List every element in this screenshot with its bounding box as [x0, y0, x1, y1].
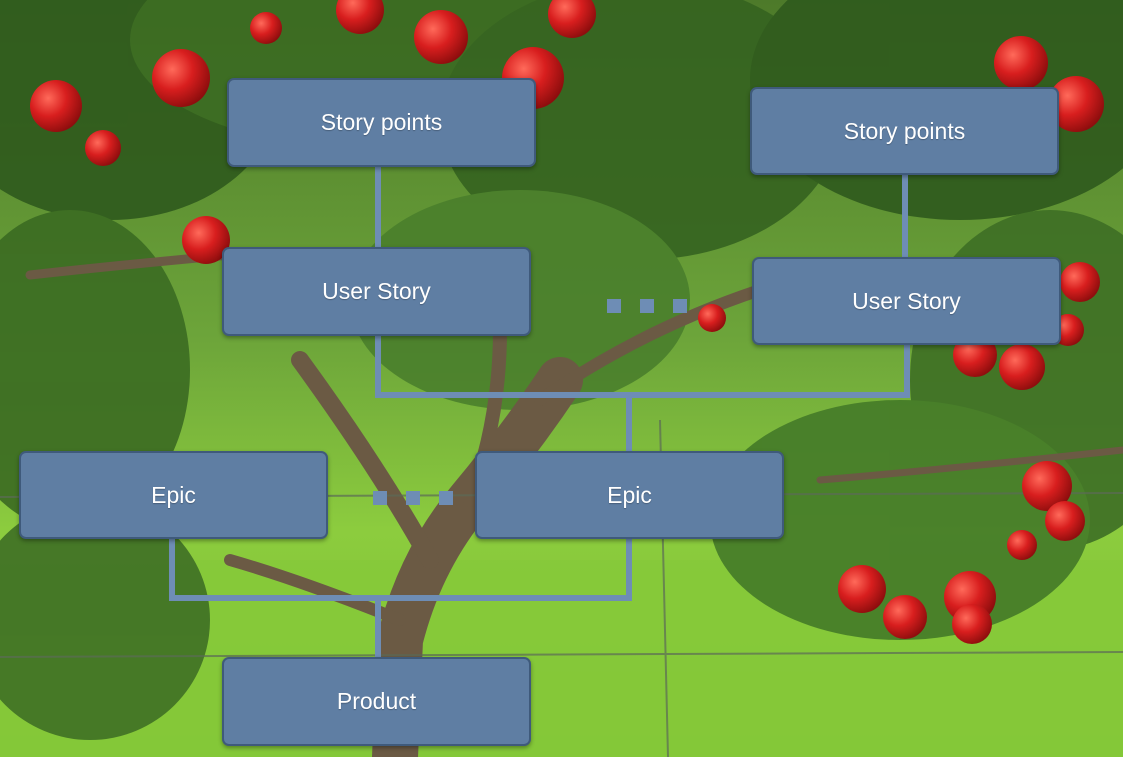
product-node: Product — [222, 657, 531, 746]
user-story-node-right: User Story — [752, 257, 1061, 345]
story-points-label-right: Story points — [843, 117, 966, 144]
user-story-node-left: User Story — [222, 247, 531, 336]
user-story-label-right: User Story — [852, 287, 961, 314]
epic-label-left: Epic — [151, 481, 196, 508]
story-points-label-left: Story points — [320, 109, 443, 135]
story-points-node-right: Story points — [750, 87, 1059, 175]
epic-node-right: Epic — [475, 451, 784, 539]
user-story-label-left: User Story — [322, 278, 431, 304]
epic-label-right: Epic — [607, 481, 652, 508]
epic-node-left: Epic — [19, 451, 328, 539]
product-label: Product — [336, 688, 417, 714]
story-points-node-left: Story points — [227, 78, 536, 167]
